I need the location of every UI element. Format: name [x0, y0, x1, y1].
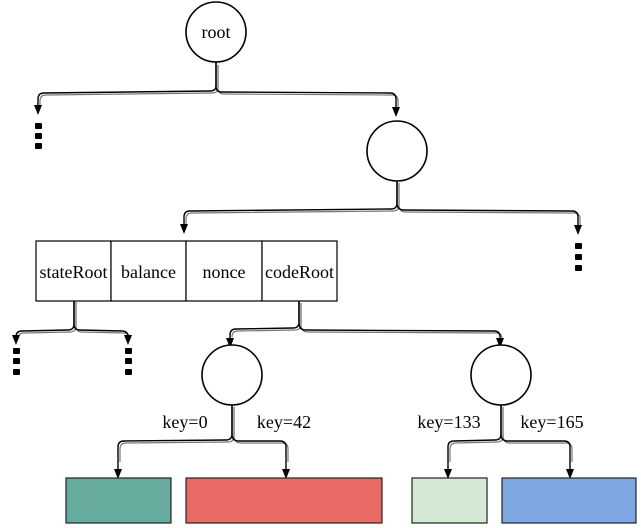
edge-coderoot-right [298, 301, 504, 348]
leaf-value-key-42 [185, 477, 383, 524]
root-node: root [185, 1, 247, 63]
storage-node-left-circle [201, 344, 263, 406]
ellipsis-vertical-icon [575, 243, 582, 271]
edge-label-key-165: key=165 [520, 412, 583, 432]
edge-coderoot-left [226, 301, 300, 348]
branch-node-circle [366, 120, 428, 182]
field-nonce-label: nonce [203, 262, 246, 282]
cell-coderoot [261, 240, 338, 302]
storage-node-right-circle [470, 344, 532, 406]
field-balance-label: balance [121, 262, 176, 282]
edge-label-key-0: key=0 [162, 412, 207, 432]
ellipsis-vertical-icon [13, 348, 20, 375]
edge-node-account [180, 181, 398, 234]
account-record: stateRoot balance nonce codeRoot [35, 240, 338, 302]
edge-root-right [215, 62, 400, 117]
edge-key-42 [231, 405, 290, 479]
edge-label-key-133: key=133 [417, 412, 480, 432]
leaf-value-key-165 [501, 477, 637, 524]
leaf-value-key-0 [65, 477, 172, 524]
edge-stateroot-right [73, 300, 132, 345]
edge-node-right-ellipsis [396, 181, 582, 235]
ellipsis-vertical-icon [125, 348, 132, 375]
root-label: root [202, 22, 231, 42]
edge-label-key-42: key=42 [257, 412, 311, 432]
edge-key-165 [500, 405, 574, 479]
edges [12, 62, 582, 479]
field-coderoot-label: codeRoot [265, 262, 334, 282]
ellipsis-vertical-icon [35, 123, 42, 149]
edge-root-left [34, 62, 217, 115]
field-stateroot-label: stateRoot [40, 262, 108, 282]
cell-nonce [185, 240, 263, 302]
root-circle [185, 1, 247, 63]
leaf-value-key-133 [411, 477, 488, 524]
edge-stateroot-left [12, 300, 75, 345]
